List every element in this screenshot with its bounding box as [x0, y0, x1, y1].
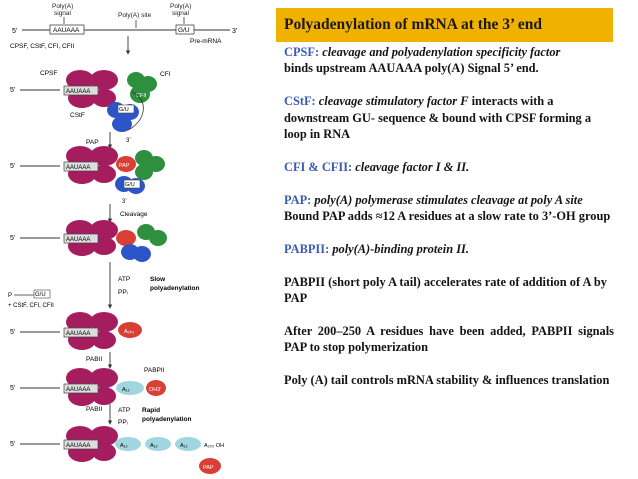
svg-text:PAP: PAP [203, 465, 214, 471]
svg-text:ATP: ATP [118, 276, 130, 283]
pap-add-label: PAP [86, 139, 99, 146]
term-pap: PAP: [284, 192, 312, 207]
definition-cstf: cleavage stimulatory factor F [318, 94, 469, 109]
svg-text:P: P [8, 293, 12, 299]
svg-text:AAUAAA: AAUAAA [66, 443, 90, 449]
svg-text:ATP: ATP [118, 407, 130, 414]
paragraph-cf: CFI & CFII: cleavage factor I & II. [284, 159, 614, 175]
svg-text:G/U: G/U [178, 27, 190, 34]
definition-pap: poly(A) polymerase stimulates cleavage a… [314, 192, 583, 207]
term-pabpii: PABPII: [284, 241, 330, 256]
svg-text:CFI: CFI [160, 71, 171, 78]
svg-text:Rapid: Rapid [142, 407, 160, 414]
step-slow-polya: 5’ AAUAAA Aₒₕ₃ PABII [10, 312, 142, 363]
slow-polyadenylation-note: ATP PPᵢ Slow polyadenylation [118, 276, 200, 296]
svg-text:5’: 5’ [10, 385, 16, 392]
paragraph-pabpii: PABPII: poly(A)-binding protein II. [284, 241, 614, 257]
svg-text:Aₒₕ₃: Aₒₕ₃ [124, 329, 134, 335]
explanation-panel: CPSF: cleavage and polyadenylation speci… [284, 44, 614, 388]
svg-text:Slow: Slow [150, 276, 166, 283]
polyadenylation-diagram: Poly(A) signal Poly(A) site Poly(A) sign… [8, 3, 238, 474]
text-cpsf: binds upstream AAUAAA poly(A) Signal 5’ … [284, 61, 539, 76]
svg-text:5’: 5’ [10, 87, 16, 94]
svg-text:3’: 3’ [122, 199, 127, 205]
term-cstf: CStF: [284, 94, 316, 109]
svg-text:AAUAAA: AAUAAA [53, 27, 80, 34]
svg-text:signal: signal [172, 10, 190, 17]
rapid-polyadenylation-note: ATP PPᵢ Rapid polyadenylation [118, 407, 192, 426]
text-stability: Poly (A) tail controls mRNA stability & … [284, 373, 610, 388]
svg-text:Poly(A): Poly(A) [170, 3, 191, 10]
text-pabpii-rate: PABPII (short poly A tail) accelerates r… [284, 274, 607, 306]
definition-cpsf: cleavage and polyadenylation specificity… [322, 45, 561, 59]
factors-added-label: CPSF, CStF, CFI, CFII [10, 43, 74, 50]
svg-text:AAUAAA: AAUAAA [66, 237, 90, 243]
svg-text:PABII: PABII [86, 406, 102, 413]
paragraph-pap: PAP: poly(A) polymerase stimulates cleav… [284, 192, 614, 225]
svg-text:5’: 5’ [12, 28, 18, 35]
svg-text:5’: 5’ [10, 329, 16, 336]
title-banner: Polyadenylation of mRNA at the 3’ end [276, 8, 613, 42]
released-fragment: P G/U + CStF, CFI, CFII [8, 289, 54, 309]
svg-text:3’: 3’ [232, 28, 238, 35]
svg-text:+ CStF, CFI, CFII: + CStF, CFI, CFII [8, 303, 54, 309]
svg-text:PPᵢ: PPᵢ [118, 289, 128, 296]
svg-text:5’: 5’ [10, 163, 16, 170]
svg-text:PAP: PAP [119, 163, 130, 169]
page-title: Polyadenylation of mRNA at the 3’ end [284, 16, 543, 33]
step-assembly: CPSF 5’ AAUAAA CFI CFII G/U CStF 3’ [10, 70, 171, 144]
term-cpsf: CPSF: [284, 45, 320, 59]
paragraph-cpsf: CPSF: cleavage and polyadenylation speci… [284, 44, 614, 77]
svg-text:signal: signal [54, 10, 72, 17]
text-cstf: interacts with a downstream GU- sequence… [284, 94, 592, 142]
top-labels: Poly(A) signal Poly(A) site Poly(A) sign… [52, 3, 191, 28]
text-stop: After 200–250 A residues have been added… [284, 323, 614, 355]
definition-cf: cleavage factor I & II. [355, 159, 470, 174]
svg-text:A₁₂: A₁₂ [120, 443, 128, 449]
paragraph-cstf: CStF: cleavage stimulatory factor F inte… [284, 93, 614, 142]
step-rapid-polya: 5’ AAUAAA A₁₂ A₁₂ A₁₂ A₂₀₀ OH PAP [10, 426, 224, 474]
svg-text:PPᵢ: PPᵢ [118, 419, 128, 426]
svg-text:3’: 3’ [126, 138, 131, 144]
svg-text:5’: 5’ [10, 235, 16, 242]
svg-text:Poly(A): Poly(A) [52, 3, 73, 10]
step-pabpii-bound: PABPII 5’ AAUAAA A₁₂ OH3’ PABII [10, 367, 166, 413]
svg-text:AAUAAA: AAUAAA [66, 387, 90, 393]
paragraph-stability: Poly (A) tail controls mRNA stability & … [284, 372, 614, 388]
term-cf: CFI & CFII: [284, 159, 353, 174]
step-cleaved: 5’ AAUAAA [10, 220, 167, 262]
step-pap-bound: 5’ AAUAAA PAP G/U 3’ [10, 146, 165, 205]
svg-text:AAUAAA: AAUAAA [66, 331, 90, 337]
svg-text:G/U: G/U [119, 107, 129, 113]
svg-text:A₁₂: A₁₂ [180, 443, 188, 449]
svg-text:5’: 5’ [10, 441, 16, 448]
svg-text:CPSF: CPSF [40, 70, 57, 77]
svg-text:OH3’: OH3’ [149, 387, 162, 393]
svg-text:A₁₂: A₁₂ [150, 443, 158, 449]
svg-text:PABII: PABII [86, 356, 102, 363]
svg-text:polyadenylation: polyadenylation [150, 285, 200, 292]
svg-text:Poly(A) site: Poly(A) site [118, 12, 152, 19]
svg-text:polyadenylation: polyadenylation [142, 416, 192, 423]
svg-text:Pre-mRNA: Pre-mRNA [190, 38, 222, 45]
svg-text:AAUAAA: AAUAAA [66, 165, 90, 171]
paragraph-pabpii-rate: PABPII (short poly A tail) accelerates r… [284, 274, 614, 307]
text-pap: Bound PAP adds ≈12 A residues at a slow … [284, 209, 611, 224]
cleavage-label: Cleavage [120, 211, 148, 218]
svg-text:CStF: CStF [70, 112, 85, 119]
svg-text:G/U: G/U [35, 292, 46, 298]
definition-pabpii: poly(A)-binding protein II. [332, 241, 469, 256]
svg-text:PABPII: PABPII [144, 367, 165, 374]
svg-text:CFII: CFII [136, 93, 147, 99]
paragraph-stop: After 200–250 A residues have been added… [284, 323, 614, 356]
svg-text:A₁₂: A₁₂ [122, 387, 130, 393]
svg-text:AAUAAA: AAUAAA [66, 89, 90, 95]
svg-text:G/U: G/U [125, 182, 135, 188]
pre-mrna: 5’ AAUAAA G/U 3’ Pre-mRNA [12, 24, 238, 45]
svg-text:A₂₀₀ OH: A₂₀₀ OH [204, 443, 224, 449]
